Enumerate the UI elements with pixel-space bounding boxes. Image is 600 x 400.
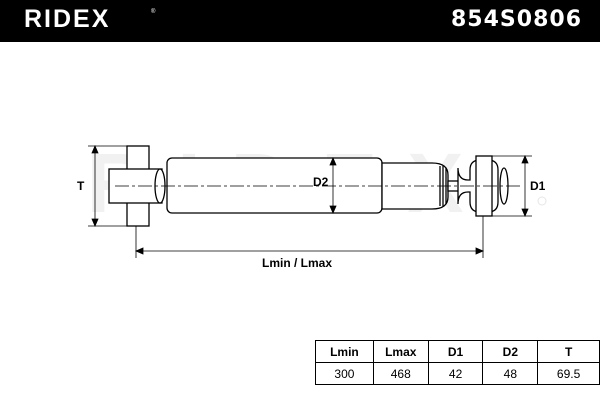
specs-value-lmax: 468 <box>372 362 429 385</box>
dimension-d1 <box>492 154 532 218</box>
watermark-registered-mark <box>537 196 547 206</box>
specs-value-lmin: 300 <box>315 362 374 385</box>
specifications-table: Lmin Lmax D1 D2 T 300 468 42 48 69.5 <box>315 340 600 385</box>
dimension-t-label: T <box>77 179 85 193</box>
brand-registered-mark: ® <box>151 9 156 15</box>
specs-value-row: 300 468 42 48 69.5 <box>315 362 600 385</box>
specs-value-t: 69.5 <box>537 362 600 385</box>
specs-header-lmin: Lmin <box>315 340 374 363</box>
shock-body-tube <box>166 157 383 214</box>
shock-absorber-diagram: RIDEX T D2 <box>77 136 547 270</box>
specs-header-row: Lmin Lmax D1 D2 T <box>315 340 600 363</box>
specs-header-d1: D1 <box>427 340 484 363</box>
dimension-d2-label: D2 <box>313 175 329 189</box>
specs-value-d1: 42 <box>427 362 484 385</box>
specs-header-t: T <box>537 340 600 363</box>
part-number: 854S0806 <box>451 7 582 32</box>
dimension-d2 <box>329 156 337 215</box>
specs-value-d2: 48 <box>482 362 539 385</box>
specs-header-d2: D2 <box>482 340 539 363</box>
brand-logo: RIDEX <box>24 5 111 33</box>
dimension-d1-label: D1 <box>530 179 546 193</box>
dimension-t <box>88 144 127 228</box>
header-bar: RIDEX ® 854S0806 <box>0 0 600 42</box>
dimension-length-label: Lmin / Lmax <box>262 256 332 270</box>
specs-header-lmax: Lmax <box>372 340 429 363</box>
dimension-length <box>134 216 485 258</box>
